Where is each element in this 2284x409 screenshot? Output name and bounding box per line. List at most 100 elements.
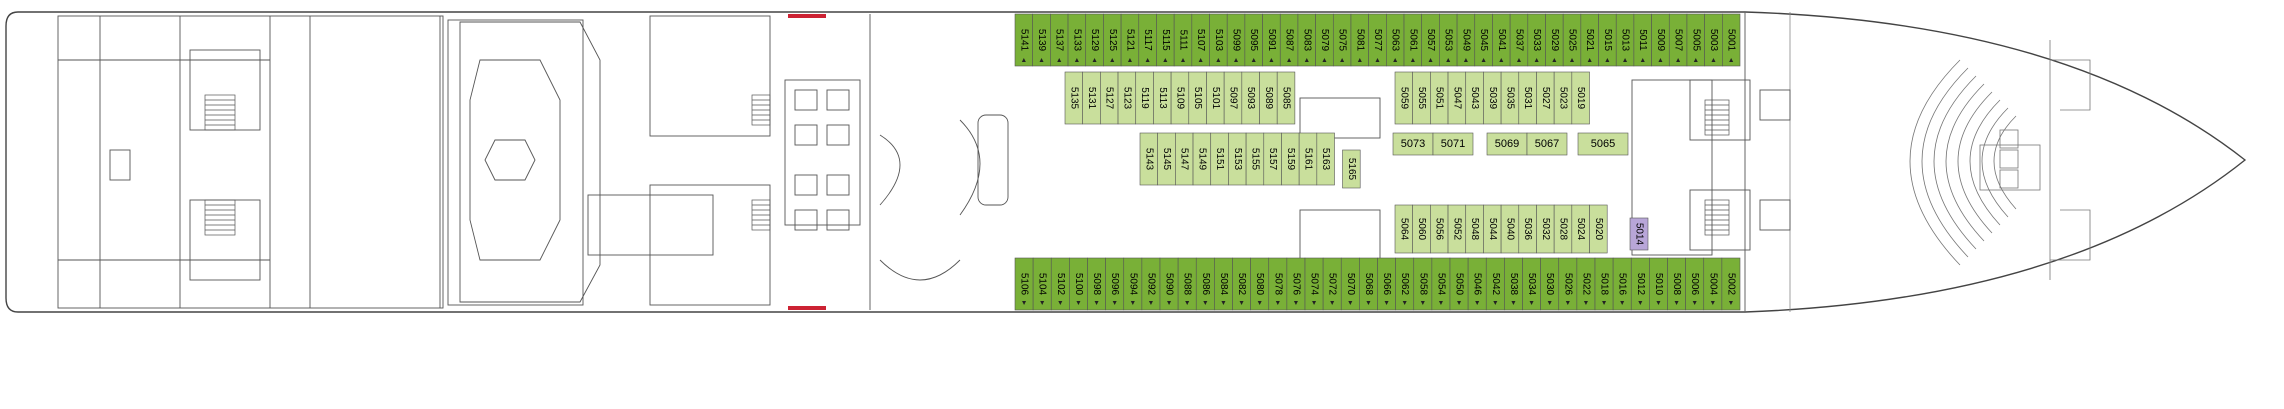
cabin-number: 5059	[1398, 87, 1409, 110]
cabin-box[interactable]	[1577, 132, 1629, 156]
cabin-5055[interactable]: 5055	[1412, 71, 1431, 125]
cabin-box[interactable]	[1526, 132, 1568, 156]
cabin-number: 5090	[1164, 273, 1175, 296]
cabin-5010[interactable]: 5010	[1649, 257, 1668, 311]
cabin-5157[interactable]: 5157	[1263, 132, 1282, 186]
cabin-5065[interactable]: 5065	[1577, 132, 1629, 156]
cabin-box[interactable]	[1342, 149, 1361, 189]
cabin-5044[interactable]: 5044	[1483, 204, 1502, 254]
cabin-number: 5034	[1526, 273, 1537, 296]
cabin-5031[interactable]: 5031	[1518, 71, 1537, 125]
cabin-5076[interactable]: 5076	[1286, 257, 1306, 311]
balcony-arrow-icon	[1493, 301, 1498, 305]
cabin-5022[interactable]: 5022	[1576, 257, 1596, 311]
cabin-5082[interactable]: 5082	[1232, 257, 1251, 311]
cabin-5027[interactable]: 5027	[1536, 71, 1555, 125]
cabin-number: 5103	[1213, 29, 1224, 52]
cabin-5151[interactable]: 5151	[1210, 132, 1229, 186]
cabin-5159[interactable]: 5159	[1281, 132, 1300, 186]
cabin-5066[interactable]: 5066	[1377, 257, 1396, 311]
cabin-5089[interactable]: 5089	[1259, 71, 1278, 125]
cabin-5135[interactable]: 5135	[1064, 71, 1083, 125]
cabin-5023[interactable]: 5023	[1553, 71, 1573, 125]
cabin-5143[interactable]: 5143	[1139, 132, 1158, 186]
cabin-5123[interactable]: 5123	[1117, 71, 1137, 125]
cabin-5034[interactable]: 5034	[1522, 257, 1541, 311]
cabin-5119[interactable]: 5119	[1135, 71, 1154, 125]
cabin-5084[interactable]: 5084	[1214, 257, 1233, 311]
cabin-5101[interactable]: 5101	[1206, 71, 1225, 125]
cabin-5060[interactable]: 5060	[1412, 204, 1431, 254]
cabin-5117[interactable]: 5117	[1138, 13, 1157, 67]
cabin-5064[interactable]: 5064	[1394, 204, 1413, 254]
cabin-box[interactable]	[1721, 257, 1741, 311]
cabin-5113[interactable]: 5113	[1153, 71, 1172, 125]
cabin-box[interactable]	[1722, 13, 1741, 67]
cabin-5048[interactable]: 5048	[1465, 204, 1484, 254]
cabin-number: 5065	[1591, 138, 1615, 150]
cabin-5059[interactable]: 5059	[1394, 71, 1413, 125]
cabin-5008[interactable]: 5008	[1667, 257, 1686, 311]
cabin-5109[interactable]: 5109	[1170, 71, 1190, 125]
midship-room	[826, 124, 850, 146]
cabin-box[interactable]	[1571, 71, 1590, 125]
cabin-box[interactable]	[1276, 71, 1296, 125]
cabin-5106[interactable]: 5106	[1014, 257, 1034, 311]
cabin-5029[interactable]: 5029	[1545, 13, 1564, 67]
cabin-5001[interactable]: 5001	[1722, 13, 1741, 67]
cabin-5043[interactable]: 5043	[1465, 71, 1484, 125]
cabin-5032[interactable]: 5032	[1536, 204, 1555, 254]
cabin-5102[interactable]: 5102	[1050, 257, 1070, 311]
cabin-5002[interactable]: 5002	[1721, 257, 1741, 311]
cabin-5155[interactable]: 5155	[1245, 132, 1265, 186]
cabin-5072[interactable]: 5072	[1322, 257, 1342, 311]
cabin-5071[interactable]: 5071	[1432, 132, 1474, 156]
cabin-5153[interactable]: 5153	[1228, 132, 1247, 186]
cabin-5014[interactable]: 5014	[1629, 217, 1649, 251]
cabin-5093[interactable]: 5093	[1241, 71, 1260, 125]
cabin-number: 5155	[1249, 148, 1260, 171]
cabin-5131[interactable]: 5131	[1082, 71, 1101, 125]
cabin-5052[interactable]: 5052	[1447, 204, 1467, 254]
cabin-5069[interactable]: 5069	[1486, 132, 1528, 156]
cabin-box[interactable]	[1432, 132, 1474, 156]
cabin-5097[interactable]: 5097	[1223, 71, 1243, 125]
cabin-number: 5012	[1635, 273, 1646, 296]
cabin-5020[interactable]: 5020	[1589, 204, 1608, 254]
cabin-5036[interactable]: 5036	[1518, 204, 1537, 254]
cabin-number: 5049	[1460, 29, 1471, 52]
cabin-5040[interactable]: 5040	[1500, 204, 1520, 254]
cabin-box[interactable]	[1589, 204, 1608, 254]
cabin-5051[interactable]: 5051	[1430, 71, 1449, 125]
cabin-5149[interactable]: 5149	[1192, 132, 1212, 186]
cabin-number: 5040	[1504, 218, 1515, 241]
balcony-arrow-icon	[1340, 58, 1345, 62]
cabin-5037[interactable]: 5037	[1509, 13, 1529, 67]
stairs-forward-lower	[1704, 199, 1730, 236]
cabin-5145[interactable]: 5145	[1157, 132, 1176, 186]
cabin-5125[interactable]: 5125	[1103, 13, 1122, 67]
cabin-box[interactable]	[1629, 217, 1649, 251]
cabin-5127[interactable]: 5127	[1100, 71, 1119, 125]
cabin-5047[interactable]: 5047	[1447, 71, 1467, 125]
cabin-5163[interactable]: 5163	[1316, 132, 1335, 186]
cabin-box[interactable]	[1316, 132, 1335, 186]
cabin-5005[interactable]: 5005	[1686, 13, 1705, 67]
cabin-5039[interactable]: 5039	[1483, 71, 1502, 125]
cabin-5105[interactable]: 5105	[1188, 71, 1207, 125]
cabin-5165[interactable]: 5165	[1342, 149, 1361, 189]
balcony-arrow-icon	[1198, 58, 1203, 62]
cabin-5073[interactable]: 5073	[1392, 132, 1434, 156]
cabin-5056[interactable]: 5056	[1430, 204, 1449, 254]
cabin-5006[interactable]: 5006	[1685, 257, 1705, 311]
cabin-5024[interactable]: 5024	[1571, 204, 1590, 254]
cabin-5035[interactable]: 5035	[1500, 71, 1520, 125]
cabin-5019[interactable]: 5019	[1571, 71, 1590, 125]
balcony-arrow-icon	[1602, 301, 1607, 305]
cabin-5028[interactable]: 5028	[1553, 204, 1573, 254]
cabin-5067[interactable]: 5067	[1526, 132, 1568, 156]
cabin-5161[interactable]: 5161	[1298, 132, 1318, 186]
cabin-number: 5043	[1469, 87, 1480, 110]
cabin-5085[interactable]: 5085	[1276, 71, 1296, 125]
cabin-5147[interactable]: 5147	[1175, 132, 1194, 186]
